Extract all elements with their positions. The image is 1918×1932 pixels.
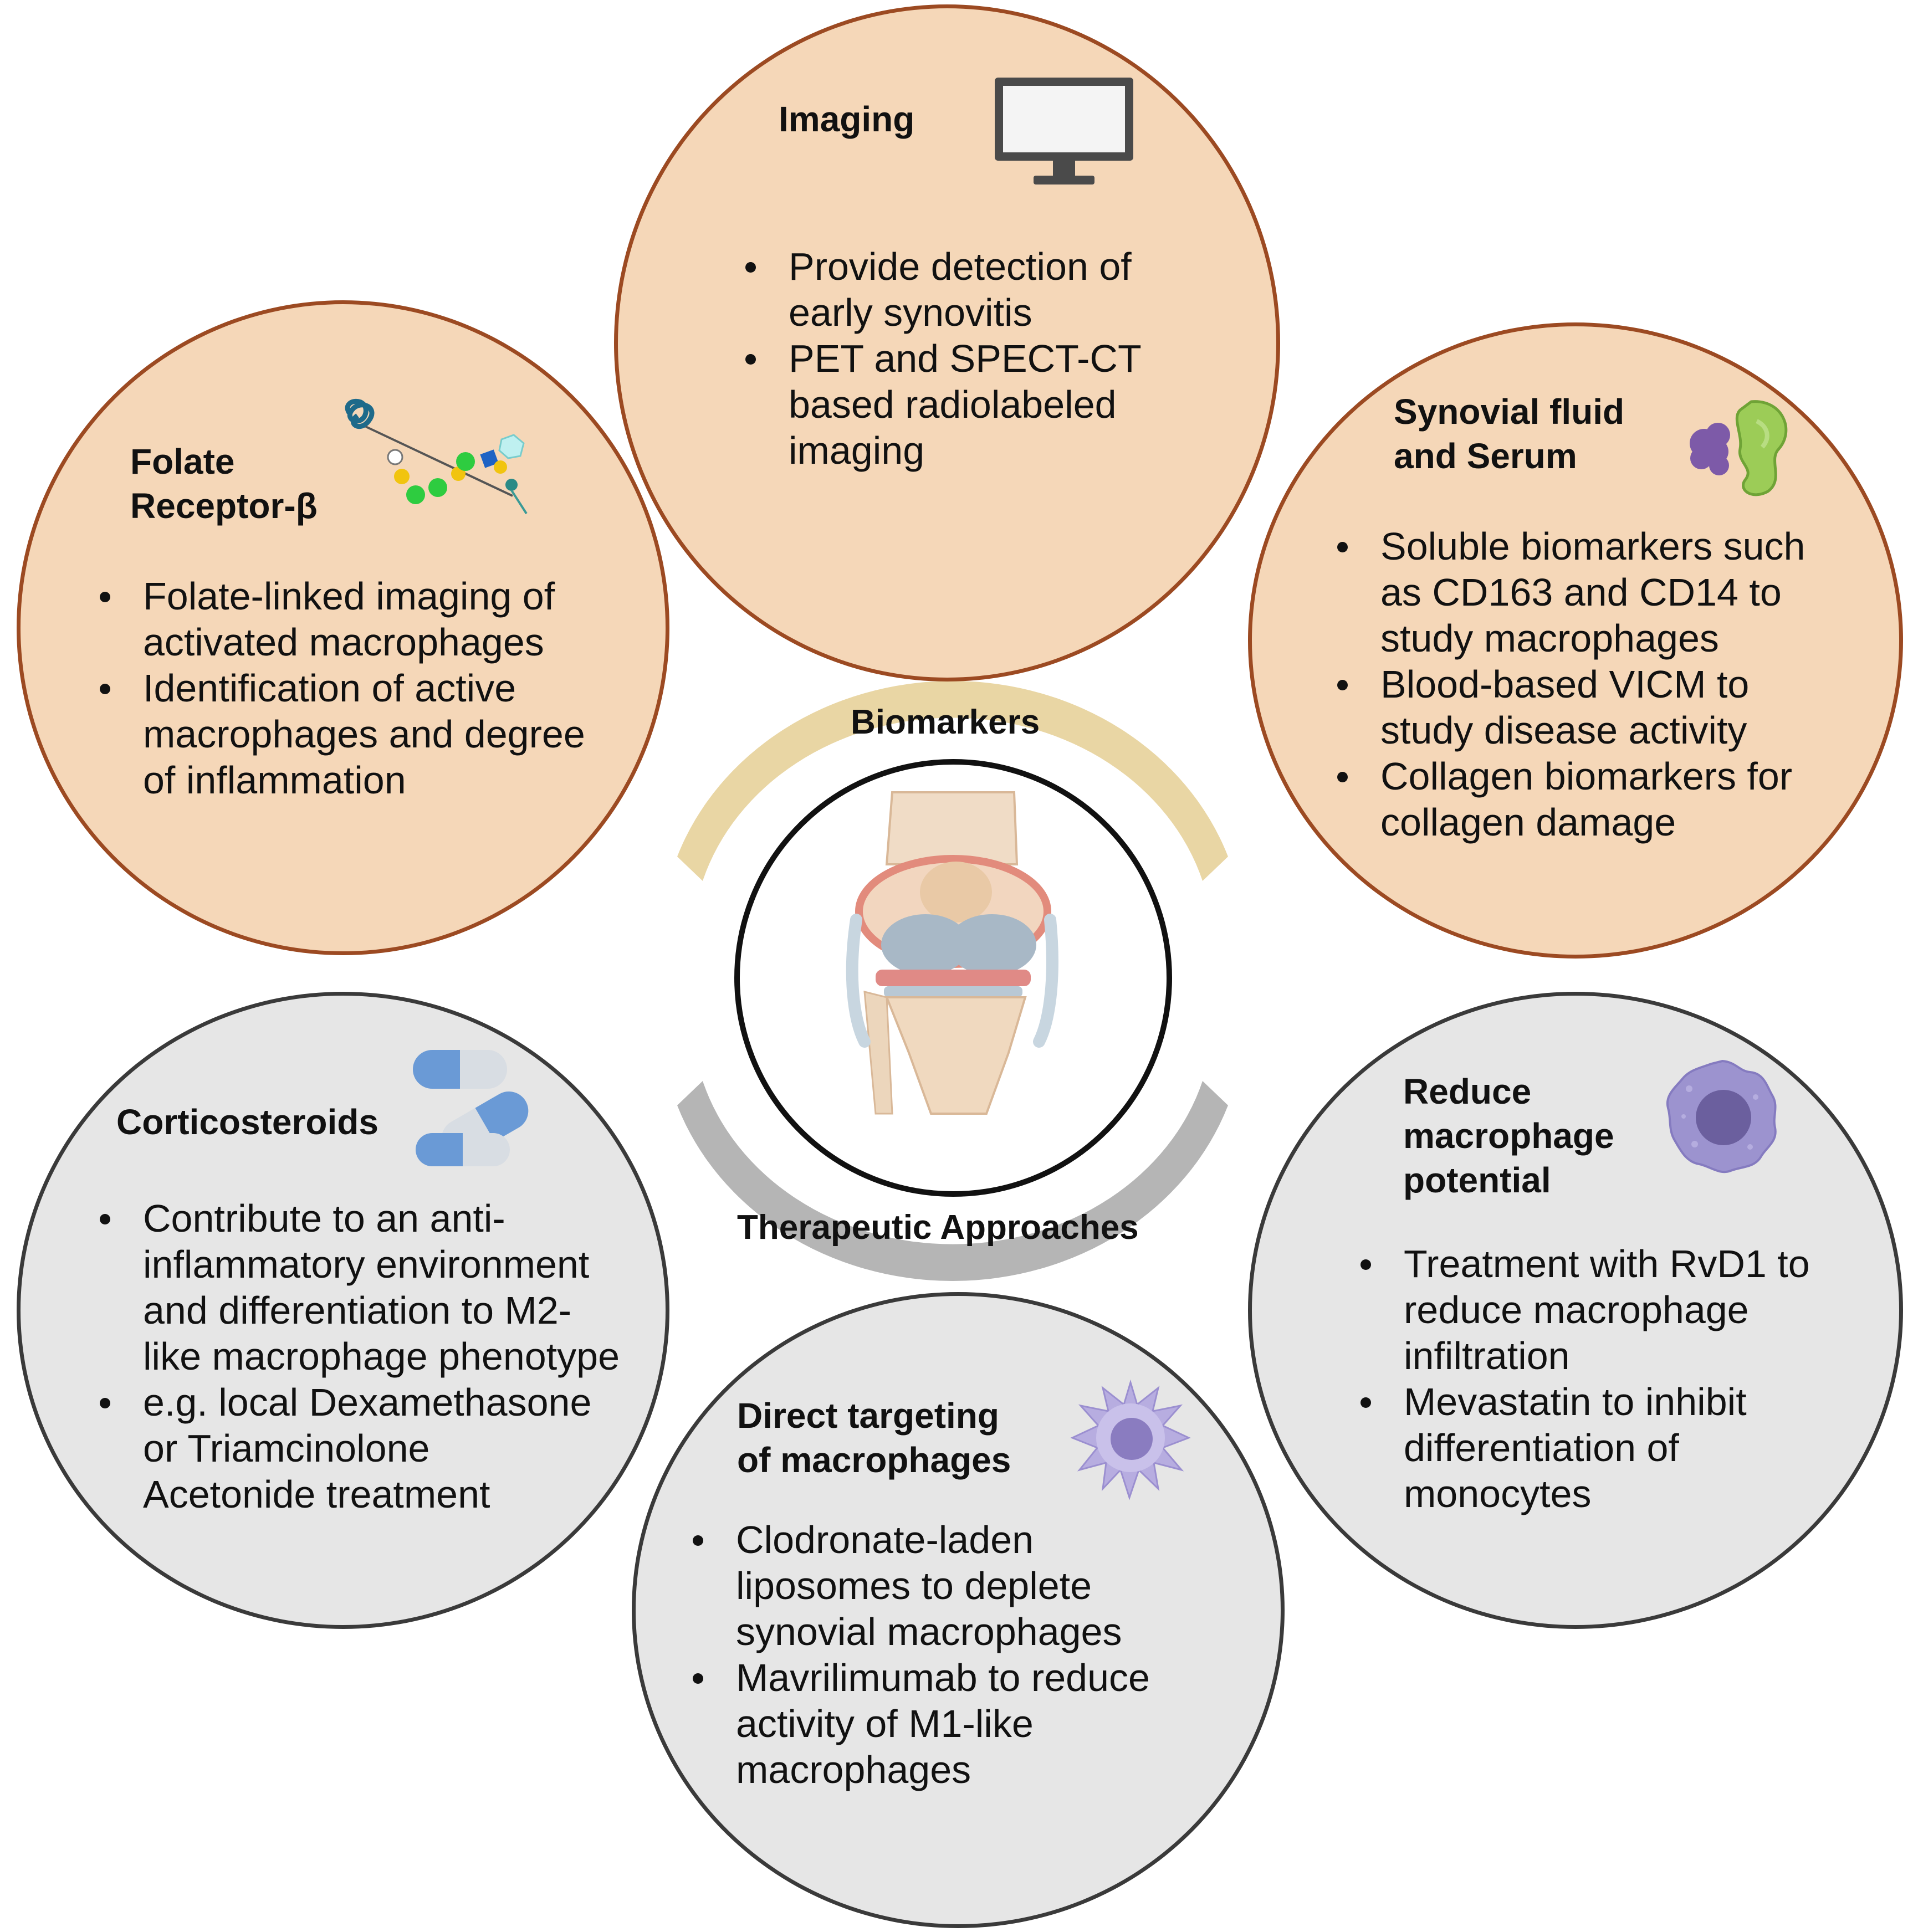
list-item: Treatment with RvD1 to reduce macrophage… [1360,1241,1887,1379]
direct-targeting-circle [632,1292,1285,1928]
list-item: Provide detection of early synovitis [745,244,1222,336]
monitor-icon [995,78,1133,185]
capsules-icon [413,1050,529,1166]
synovial-fluid-points: Soluble biomarkers such as CD163 and CD1… [1337,524,1864,845]
imaging-title: Imaging [779,99,915,139]
knee-joint-icon [846,791,1058,1115]
corticosteroids-circle [17,992,669,1629]
folate-receptor-circle [17,300,669,955]
corticosteroids-title: Corticosteroids [116,1102,379,1142]
biomarkers-arc [677,680,1228,881]
list-item: PET and SPECT-CT based radiolabeled imag… [745,336,1222,474]
reduce-potential-title: Reduce macrophage potential [1403,1072,1614,1200]
synovial-fluid-circle [1248,322,1903,959]
list-item: Collagen biomarkers for collagen damage [1337,754,1864,845]
direct-targeting-points: Clodronate-laden liposomes to deplete sy… [693,1517,1247,1793]
list-item: Folate-linked imaging of activated macro… [100,573,626,665]
proteins-icon [1690,400,1788,496]
reduce-potential-circle [1248,992,1903,1629]
therapeutic-approaches-label: Therapeutic Approaches [737,1208,1139,1247]
folate-receptor-points: Folate-linked imaging of activated macro… [100,573,626,803]
imaging-circle [614,4,1280,681]
list-item: Contribute to an anti- inflammatory envi… [100,1196,654,1380]
direct-targeting-title: Direct targeting of macrophages [737,1396,1011,1480]
therapeutics-arc [677,1081,1228,1282]
folate-receptor-title: Folate Receptor-β [130,442,318,526]
glycan-chain-icon [345,398,528,515]
list-item: e.g. local Dexamethasone or Triamcinolon… [100,1380,654,1518]
list-item: Mavrilimumab to reduce activity of M1-li… [693,1655,1247,1793]
list-item: Soluble biomarkers such as CD163 and CD1… [1337,524,1864,662]
list-item: Mevastatin to inhibit differentiation of… [1360,1379,1887,1517]
list-item: Blood-based VICM to study disease activi… [1337,662,1864,754]
imaging-points: Provide detection of early synovitis PET… [745,244,1222,474]
macrophage-icon [1070,1379,1191,1500]
synovial-fluid-title: Synovial fluid and Serum [1394,392,1625,476]
monocyte-icon [1666,1059,1777,1173]
corticosteroids-points: Contribute to an anti- inflammatory envi… [100,1196,654,1518]
reduce-potential-points: Treatment with RvD1 to reduce macrophage… [1360,1241,1887,1517]
list-item: Clodronate-laden liposomes to deplete sy… [693,1517,1247,1655]
biomarkers-label: Biomarkers [851,703,1040,741]
list-item: Identification of active macrophages and… [100,665,626,803]
